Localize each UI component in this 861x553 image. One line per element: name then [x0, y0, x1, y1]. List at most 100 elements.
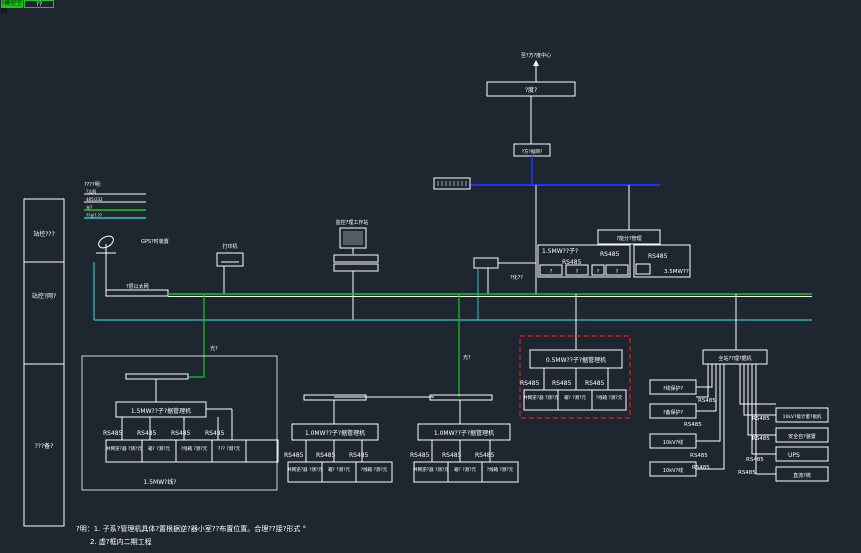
svg-text:UPS: UPS — [788, 452, 800, 459]
svg-text:并网逆?器 ?测?元: 并网逆?器 ?测?元 — [287, 466, 323, 473]
svg-text:?线箱 ?测?元: ?线箱 ?测?元 — [596, 394, 623, 401]
fiber-label-1: 光? — [210, 345, 218, 352]
legend-armored-fiber: ??光?.?? — [86, 212, 102, 218]
upper-35mw-label: 3.5MW?? — [664, 269, 689, 275]
energy-management-label: ?能分?管理 — [616, 235, 641, 242]
svg-text:?: ? — [550, 269, 553, 275]
uplink-arrow-icon — [533, 60, 539, 66]
svg-text:箱? ?测?元: 箱? ?测?元 — [148, 445, 171, 452]
svg-text:?线箱 ?测?元: ?线箱 ?测?元 — [487, 466, 514, 473]
svg-text:?: ? — [576, 269, 579, 275]
svg-text:?线箱 ?测?元: ?线箱 ?测?元 — [181, 445, 208, 452]
svg-text:?: ? — [597, 269, 600, 275]
svg-text:1.0MW??子?据管理机: 1.0MW??子?据管理机 — [434, 429, 494, 437]
gateway-box-label: ?方?据网? — [522, 148, 543, 155]
svg-text:RS485: RS485 — [684, 422, 702, 428]
svg-text:RS485: RS485 — [171, 430, 191, 437]
svg-text:RS485: RS485 — [205, 430, 225, 437]
svg-text:RS485: RS485 — [585, 380, 605, 387]
gps-label: GPS?时装置 — [141, 238, 169, 245]
svg-text:?: ? — [616, 269, 619, 275]
svg-text:RS485: RS485 — [752, 416, 770, 422]
router-device — [433, 177, 471, 190]
legend-ethernet: ?太网 — [86, 188, 96, 194]
svg-text:RS485: RS485 — [690, 453, 708, 459]
tab-layout[interactable]: ?? — [24, 0, 54, 8]
comm-server-icon — [473, 257, 499, 269]
svg-text:RS485: RS485 — [410, 452, 430, 459]
fiber-label-2: 光? — [463, 354, 471, 361]
svg-text:?线保护?: ?线保护? — [663, 385, 684, 392]
svg-text:RS485: RS485 — [442, 452, 462, 459]
upper-15mw-title: 1.5MW??子? — [542, 248, 578, 255]
energy-management-box — [597, 229, 661, 245]
svg-text:RS485: RS485 — [552, 380, 572, 387]
upper-15mw-group: ?能分?管理 1.5MW??子? RS485 RS485 ? ? ? ? RS4… — [537, 229, 691, 278]
svg-text:RS485: RS485 — [349, 452, 369, 459]
tab-model[interactable]: ?模型空间 — [1, 0, 23, 15]
dispatch-section: 至?方?度中心 ?度? ?方?据网? — [433, 52, 660, 295]
satellite-dish-icon — [98, 235, 114, 249]
dispatch-box-label: ?度? — [525, 86, 537, 94]
subsystem-10mw-b: 1.0MW??子?据管理机 RS485 RS485 RS485 并网逆?器 ?测… — [410, 394, 519, 483]
printer-label: 打印机 — [222, 243, 237, 250]
legend-fiber: 光? — [86, 204, 92, 210]
legend: ????明： ?太网 485/232 光? ??光?.?? — [84, 182, 146, 219]
fiber-drop-15mw — [188, 294, 205, 378]
svg-text:RS485: RS485 — [752, 436, 770, 442]
legend-title: ????明： — [84, 182, 105, 188]
svg-text:0.5MW??子?据管理机: 0.5MW??子?据管理机 — [546, 356, 606, 364]
subsystem-15mw: 1.5MW??子?据管理机 RS485 RS485 RS485 RS485 并网… — [81, 355, 279, 491]
workstation-label: 监控?理工作站 — [336, 219, 369, 226]
upper-35mw-rs: RS485 — [648, 253, 668, 260]
printer-icon — [216, 252, 244, 267]
sub15-switch — [125, 373, 189, 380]
subsystem-05mw: 0.5MW??子?据管理机 RS485 RS485 RS485 并网逆?器 ?测… — [519, 335, 631, 419]
svg-text:10kV?线: 10kV?线 — [663, 439, 683, 446]
svg-text:10kV?能计量?据机: 10kV?能计量?据机 — [783, 413, 822, 420]
svg-text:箱? ?测?元: 箱? ?测?元 — [454, 466, 477, 473]
keyboard-icon — [333, 254, 379, 263]
svg-text:并网逆?器 ?测?元: 并网逆?器 ?测?元 — [106, 445, 142, 452]
zone-station-network: 站控?网? — [32, 292, 56, 300]
svg-text:RS485: RS485 — [746, 457, 764, 463]
substation-group: 全站??理?据机 ?线保护? ?备保护? 10kV?线 10kV?线 10kV?… — [649, 349, 829, 482]
svg-text:?线箱 ?测?元: ?线箱 ?测?元 — [361, 466, 388, 473]
svg-text:RS485: RS485 — [316, 452, 336, 459]
sub15-title: 1.5MW??子?据管理机 — [131, 407, 191, 415]
svg-text:RS485: RS485 — [137, 430, 157, 437]
svg-text:安全自?装置: 安全自?装置 — [788, 433, 816, 440]
main-switch-label: ?层以太网 — [126, 283, 149, 290]
subsystem-10mw-a: 1.0MW??子?据管理机 RS485 RS485 RS485 并网逆?器 ?测… — [284, 394, 393, 483]
svg-text:RS485: RS485 — [475, 452, 495, 459]
svg-text:?备保护?: ?备保护? — [663, 409, 684, 416]
upper-15mw-rs-1: RS485 — [562, 259, 582, 266]
station-devices: GPS?时装置 打印机 监控?理工作站 ?化?? ?层以太网 — [96, 219, 536, 320]
svg-text:RS485: RS485 — [284, 452, 304, 459]
svg-text:1.0MW??子?据管理机: 1.0MW??子?据管理机 — [305, 429, 365, 437]
svg-text:RS485: RS485 — [692, 465, 710, 471]
svg-text:RS485: RS485 — [103, 430, 123, 437]
svg-text:直流?统: 直流?统 — [793, 472, 811, 479]
svg-text:全站??理?据机: 全站??理?据机 — [719, 355, 752, 362]
svg-text:箱? ?测?元: 箱? ?测?元 — [328, 466, 351, 473]
left-zone-panel: 站控??? 站控?网? ???备? — [23, 198, 65, 527]
zone-field-equipment: ???备? — [35, 442, 54, 450]
svg-text:并网逆?器 ?测?元: 并网逆?器 ?测?元 — [523, 394, 559, 401]
zone-station-control: 站控??? — [33, 230, 55, 238]
svg-text:并网逆?器 ?测?元: 并网逆?器 ?测?元 — [413, 466, 449, 473]
note-line-1: ?明：1. 子系?管理机具体?置根据逆?器小室??布置位置。合理??接?形式 ° — [76, 524, 306, 533]
main-switch — [105, 289, 169, 297]
svg-text:RS485: RS485 — [698, 398, 716, 404]
upper-15mw-rs-2: RS485 — [600, 251, 620, 258]
sub15-footer: 1.5MW?线? — [143, 478, 176, 486]
svg-text:RS485: RS485 — [738, 470, 756, 476]
svg-text:??? ?测?元: ??? ?测?元 — [218, 445, 241, 452]
note-line-2: 2. 虚?框内二期工程 — [90, 537, 152, 546]
uplink-label: 至?方?度中心 — [521, 52, 551, 59]
comm-server-label: ?化?? — [510, 274, 523, 281]
svg-text:RS485: RS485 — [520, 380, 540, 387]
svg-text:10kV?线: 10kV?线 — [663, 467, 683, 474]
legend-rs: 485/232 — [86, 197, 103, 202]
